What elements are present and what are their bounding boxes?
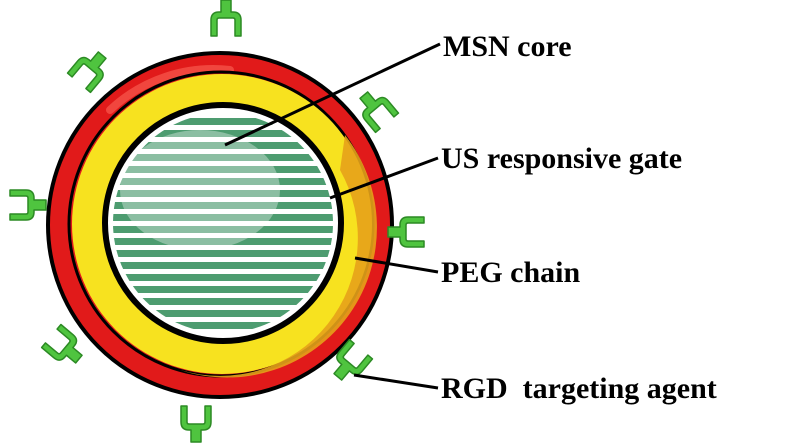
msn-core-leader [224, 42, 441, 147]
pore-stripe [113, 322, 333, 329]
pore-stripe [113, 130, 333, 137]
pore-stripe [113, 250, 333, 257]
msn-core [102, 102, 344, 344]
pore-stripe [113, 190, 333, 197]
us-gate-label: US responsive gate [441, 142, 682, 175]
msn-core-pores [113, 118, 333, 329]
pore-stripe [113, 178, 333, 185]
pore-stripe [113, 298, 333, 305]
rgd-ligand-icon [210, 0, 242, 37]
rgd-ligand-icon [9, 189, 47, 221]
gate-ring-shadow [180, 135, 377, 378]
rgd-ligand-icon [180, 405, 212, 443]
pore-stripe [113, 166, 333, 173]
rgd-agent-leader [353, 373, 439, 390]
peg-chain-leader [354, 256, 439, 274]
pore-stripe [113, 202, 333, 209]
msn-core-label: MSN core [443, 30, 572, 63]
pore-stripe [113, 310, 333, 317]
peg-chain-label: PEG chain [441, 256, 581, 289]
core-highlight [120, 130, 280, 250]
rgd-ligand-icon [66, 44, 115, 94]
pore-stripe [113, 226, 333, 233]
pore-stripe [113, 286, 333, 293]
pore-stripe [113, 154, 333, 161]
peg-shell-highlight [106, 65, 234, 114]
pore-stripe [113, 274, 333, 281]
pore-stripe [113, 214, 333, 221]
rgd-agent-label: RGD targeting agent [441, 372, 717, 405]
pore-stripe [113, 238, 333, 245]
rgd-ligand-icon [40, 323, 90, 372]
pore-stripe [113, 262, 333, 269]
pore-stripe [113, 142, 333, 149]
pore-stripe [113, 118, 333, 125]
us-gate-leader [329, 156, 439, 200]
